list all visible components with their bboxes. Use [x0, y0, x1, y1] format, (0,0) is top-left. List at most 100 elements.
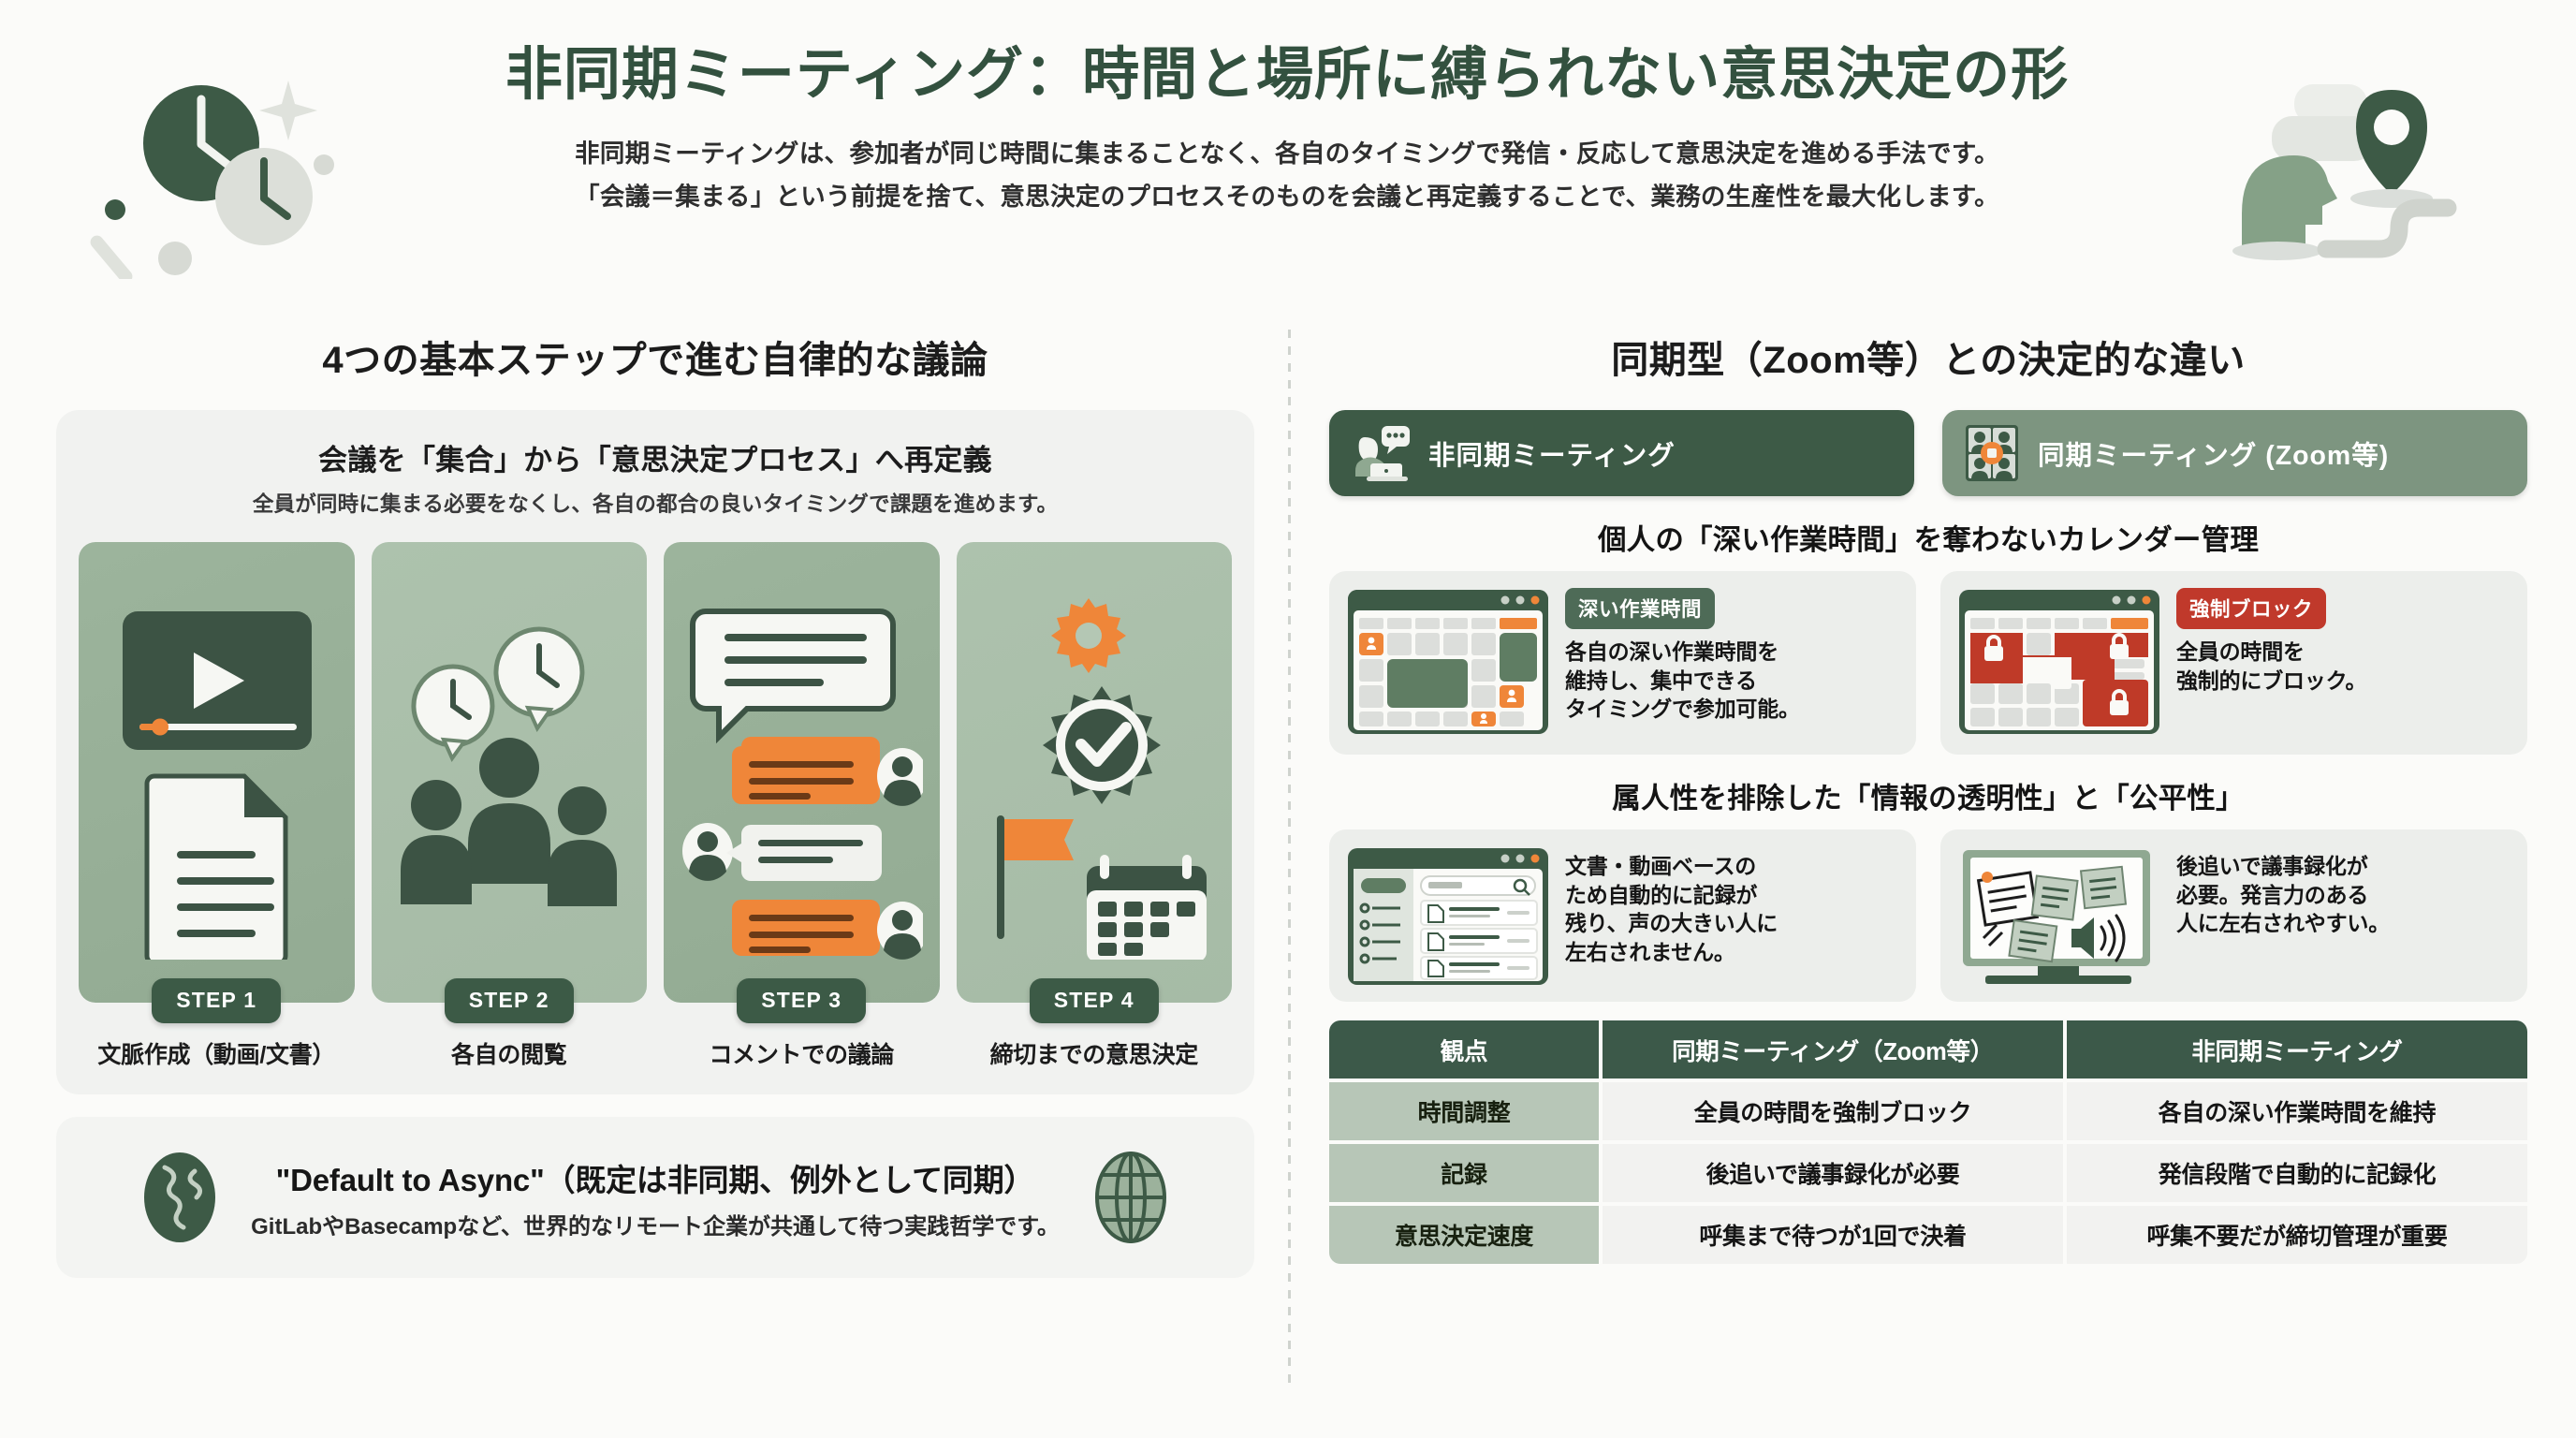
panel-text-line: 維持し、集中できる	[1565, 668, 1757, 693]
video-document-icon	[123, 611, 313, 960]
step-label: 文脈作成（動画/文書）	[97, 1042, 336, 1068]
step-badge: STEP 4	[1029, 978, 1159, 1023]
table-cell: 意思決定速度	[1329, 1206, 1599, 1264]
steps-card-subtitle: 全員が同時に集まる必要をなくし、各自の都合の良いタイミングで課題を進めます。	[252, 492, 1059, 516]
panel-whiteboard-minutes: 後追いで議事録化が 必要。発言力のある 人に左右されやすい。	[1940, 829, 2527, 1002]
table-header-cell: 非同期ミーティング	[2067, 1020, 2527, 1078]
step-label: 各自の閲覧	[450, 1042, 567, 1068]
table-cell: 時間調整	[1329, 1082, 1599, 1140]
gear-check-calendar-icon	[996, 598, 1207, 960]
panel-text: 後追いで議事録化が 必要。発言力のある 人に左右されやすい。	[2176, 852, 2510, 938]
panel-document-record: 文書・動画ベースの ため自動的に記録が 残り、声の大きい人に 左右されません。	[1329, 829, 1916, 1002]
panel-forced-block: 強制ブロック 全員の時間を 強制的にブロック。	[1940, 571, 2527, 755]
chat-bubbles-icon	[682, 609, 924, 960]
right-column: 同期型（Zoom等）との決定的な違い	[1329, 330, 2527, 1264]
status-badge: 深い作業時間	[1565, 588, 1716, 629]
panel-copy: 深い作業時間 各自の深い作業時間を 維持し、集中できる タイミングで参加可能。	[1565, 588, 1899, 724]
header: 非同期ミーティング：時間と場所に縛られない意思決定の形 非同期ミーティングは、参…	[0, 0, 2576, 298]
panel-text-line: 左右されません。	[1565, 939, 1735, 964]
page-title: 非同期ミーティング：時間と場所に縛られない意思決定の形	[505, 42, 2070, 106]
async-text-block: "Default to Async"（既定は非同期、例外として同期） GitLa…	[251, 1155, 1060, 1240]
table-header-cell: 同期ミーティング（Zoom等）	[1603, 1020, 2063, 1078]
document-list-window-icon	[1346, 846, 1550, 987]
async-subtitle: GitLabやBasecampなど、世界的なリモート企業が共通して待つ実践哲学で…	[251, 1213, 1060, 1240]
steps-card: 会議を「集合」から「意思決定プロセス」へ再定義 全員が同時に集まる必要をなくし、…	[56, 410, 1254, 1094]
table-cell: 後追いで議事録化が必要	[1603, 1144, 2063, 1202]
video-grid-icon	[1963, 422, 2021, 484]
table-cell: 各自の深い作業時間を維持	[2067, 1082, 2527, 1140]
panel-text: 全員の時間を 強制的にブロック。	[2176, 638, 2510, 695]
panel-copy: 文書・動画ベースの ため自動的に記録が 残り、声の大きい人に 左右されません。	[1565, 846, 1899, 966]
table-cell: 呼集不要だが締切管理が重要	[2067, 1206, 2527, 1264]
step-label: コメントでの議論	[709, 1042, 895, 1068]
page-subtitle-line-2: 「会議＝集まる」という前提を捨て、意思決定のプロセスそのものを会議と再定義するこ…	[575, 182, 1999, 211]
default-to-async-card: "Default to Async"（既定は非同期、例外として同期） GitLa…	[56, 1117, 1254, 1278]
head-location-pin-icon	[2204, 26, 2532, 279]
step-label: 締切までの意思決定	[989, 1042, 1199, 1068]
left-column: 4つの基本ステップで進む自律的な議論 会議を「集合」から「意思決定プロセス」へ再…	[56, 330, 1254, 1278]
panel-text: 各自の深い作業時間を 維持し、集中できる タイミングで参加可能。	[1565, 638, 1899, 724]
section-2-heading: 属人性を排除した「情報の透明性」と「公平性」	[1612, 783, 2245, 814]
table-header-cell: 観点	[1329, 1020, 1599, 1078]
table-cell: 全員の時間を強制ブロック	[1603, 1082, 2063, 1140]
step-2-illustration	[371, 542, 647, 1003]
step-item[interactable]: STEP 3 コメントでの議論	[664, 542, 940, 1070]
panel-deep-work: 深い作業時間 各自の深い作業時間を 維持し、集中できる タイミングで参加可能。	[1329, 571, 1916, 755]
step-item[interactable]: STEP 2 各自の閲覧	[371, 542, 647, 1070]
calendar-lock-icon	[1957, 588, 2161, 736]
people-clock-icon	[400, 626, 617, 906]
clock-pair-icon	[66, 26, 374, 279]
panel-copy: 強制ブロック 全員の時間を 強制的にブロック。	[2176, 588, 2510, 695]
steps-grid: STEP 1 文脈作成（動画/文書）	[79, 542, 1232, 1070]
table-row: 意思決定速度 呼集まで待つが1回で決着 呼集不要だが締切管理が重要	[1329, 1206, 2527, 1264]
panel-text: 文書・動画ベースの ため自動的に記録が 残り、声の大きい人に 左右されません。	[1565, 852, 1899, 966]
chip-sync-meeting[interactable]: 同期ミーティング (Zoom等)	[1942, 410, 2527, 496]
calendar-window-icon	[1346, 588, 1550, 736]
globe-icon	[137, 1147, 223, 1248]
step-item[interactable]: STEP 1 文脈作成（動画/文書）	[79, 542, 355, 1070]
panel-text-line: ため自動的に記録が	[1565, 882, 1758, 907]
status-badge: 強制ブロック	[2176, 588, 2327, 629]
chip-label: 同期ミーティング (Zoom等)	[2038, 440, 2390, 471]
comparison-table: 観点 同期ミーティング（Zoom等） 非同期ミーティング 時間調整 全員の時間を…	[1329, 1020, 2527, 1264]
header-text-block: 非同期ミーティング：時間と場所に縛られない意思決定の形 非同期ミーティングは、参…	[374, 39, 2200, 219]
person-laptop-chat-icon	[1350, 422, 1412, 484]
table-row: 時間調整 全員の時間を強制ブロック 各自の深い作業時間を維持	[1329, 1082, 2527, 1140]
step-badge: STEP 2	[444, 978, 574, 1023]
table-cell: 呼集まで待つが1回で決着	[1603, 1206, 2063, 1264]
panel-copy: 後追いで議事録化が 必要。発言力のある 人に左右されやすい。	[2176, 846, 2510, 938]
mode-chips: 非同期ミーティング	[1329, 410, 2527, 496]
globe-wire-icon	[1088, 1147, 1174, 1248]
table-cell: 発信段階で自動的に記録化	[2067, 1144, 2527, 1202]
step-1-illustration	[79, 542, 355, 1003]
chip-async-meeting[interactable]: 非同期ミーティング	[1329, 410, 1914, 496]
table-row: 記録 後追いで議事録化が必要 発信段階で自動的に記録化	[1329, 1144, 2527, 1202]
step-badge: STEP 1	[152, 978, 282, 1023]
panel-text-line: 必要。発言力のある	[2176, 882, 2369, 907]
steps-card-title: 会議を「集合」から「意思決定プロセス」へ再定義	[318, 444, 992, 477]
whiteboard-notes-icon	[1957, 846, 2161, 987]
right-column-heading: 同期型（Zoom等）との決定的な違い	[1611, 340, 2246, 381]
left-column-heading: 4つの基本ステップで進む自律的な議論	[322, 340, 988, 381]
panel-text-line: 各自の深い作業時間を	[1565, 639, 1779, 664]
panel-text-line: 文書・動画ベースの	[1565, 854, 1757, 878]
page-subtitle: 非同期ミーティングは、参加者が同じ時間に集まることなく、各自のタイミングで発信・…	[374, 133, 2200, 218]
table-header-row: 観点 同期ミーティング（Zoom等） 非同期ミーティング	[1329, 1020, 2527, 1078]
chip-label: 非同期ミーティング	[1428, 440, 1676, 471]
panel-text-line: タイミングで参加可能。	[1565, 697, 1800, 722]
step-item[interactable]: STEP 4 締切までの意思決定	[956, 542, 1232, 1070]
step-badge: STEP 3	[737, 978, 867, 1023]
section-1-panels: 深い作業時間 各自の深い作業時間を 維持し、集中できる タイミングで参加可能。	[1329, 571, 2527, 755]
page-subtitle-line-1: 非同期ミーティングは、参加者が同じ時間に集まることなく、各自のタイミングで発信・…	[575, 139, 1999, 169]
section-2-panels: 文書・動画ベースの ため自動的に記録が 残り、声の大きい人に 左右されません。	[1329, 829, 2527, 1002]
step-4-illustration	[956, 542, 1232, 1003]
table-cell: 記録	[1329, 1144, 1599, 1202]
panel-text-line: 残り、声の大きい人に	[1565, 911, 1778, 936]
column-divider	[1288, 330, 1291, 1387]
async-title: "Default to Async"（既定は非同期、例外として同期）	[275, 1162, 1035, 1197]
step-3-illustration	[664, 542, 940, 1003]
panel-text-line: 人に左右されやすい。	[2176, 911, 2391, 936]
panel-text-line: 全員の時間を	[2176, 639, 2305, 664]
section-1-heading: 個人の「深い作業時間」を奪わないカレンダー管理	[1597, 524, 2260, 556]
